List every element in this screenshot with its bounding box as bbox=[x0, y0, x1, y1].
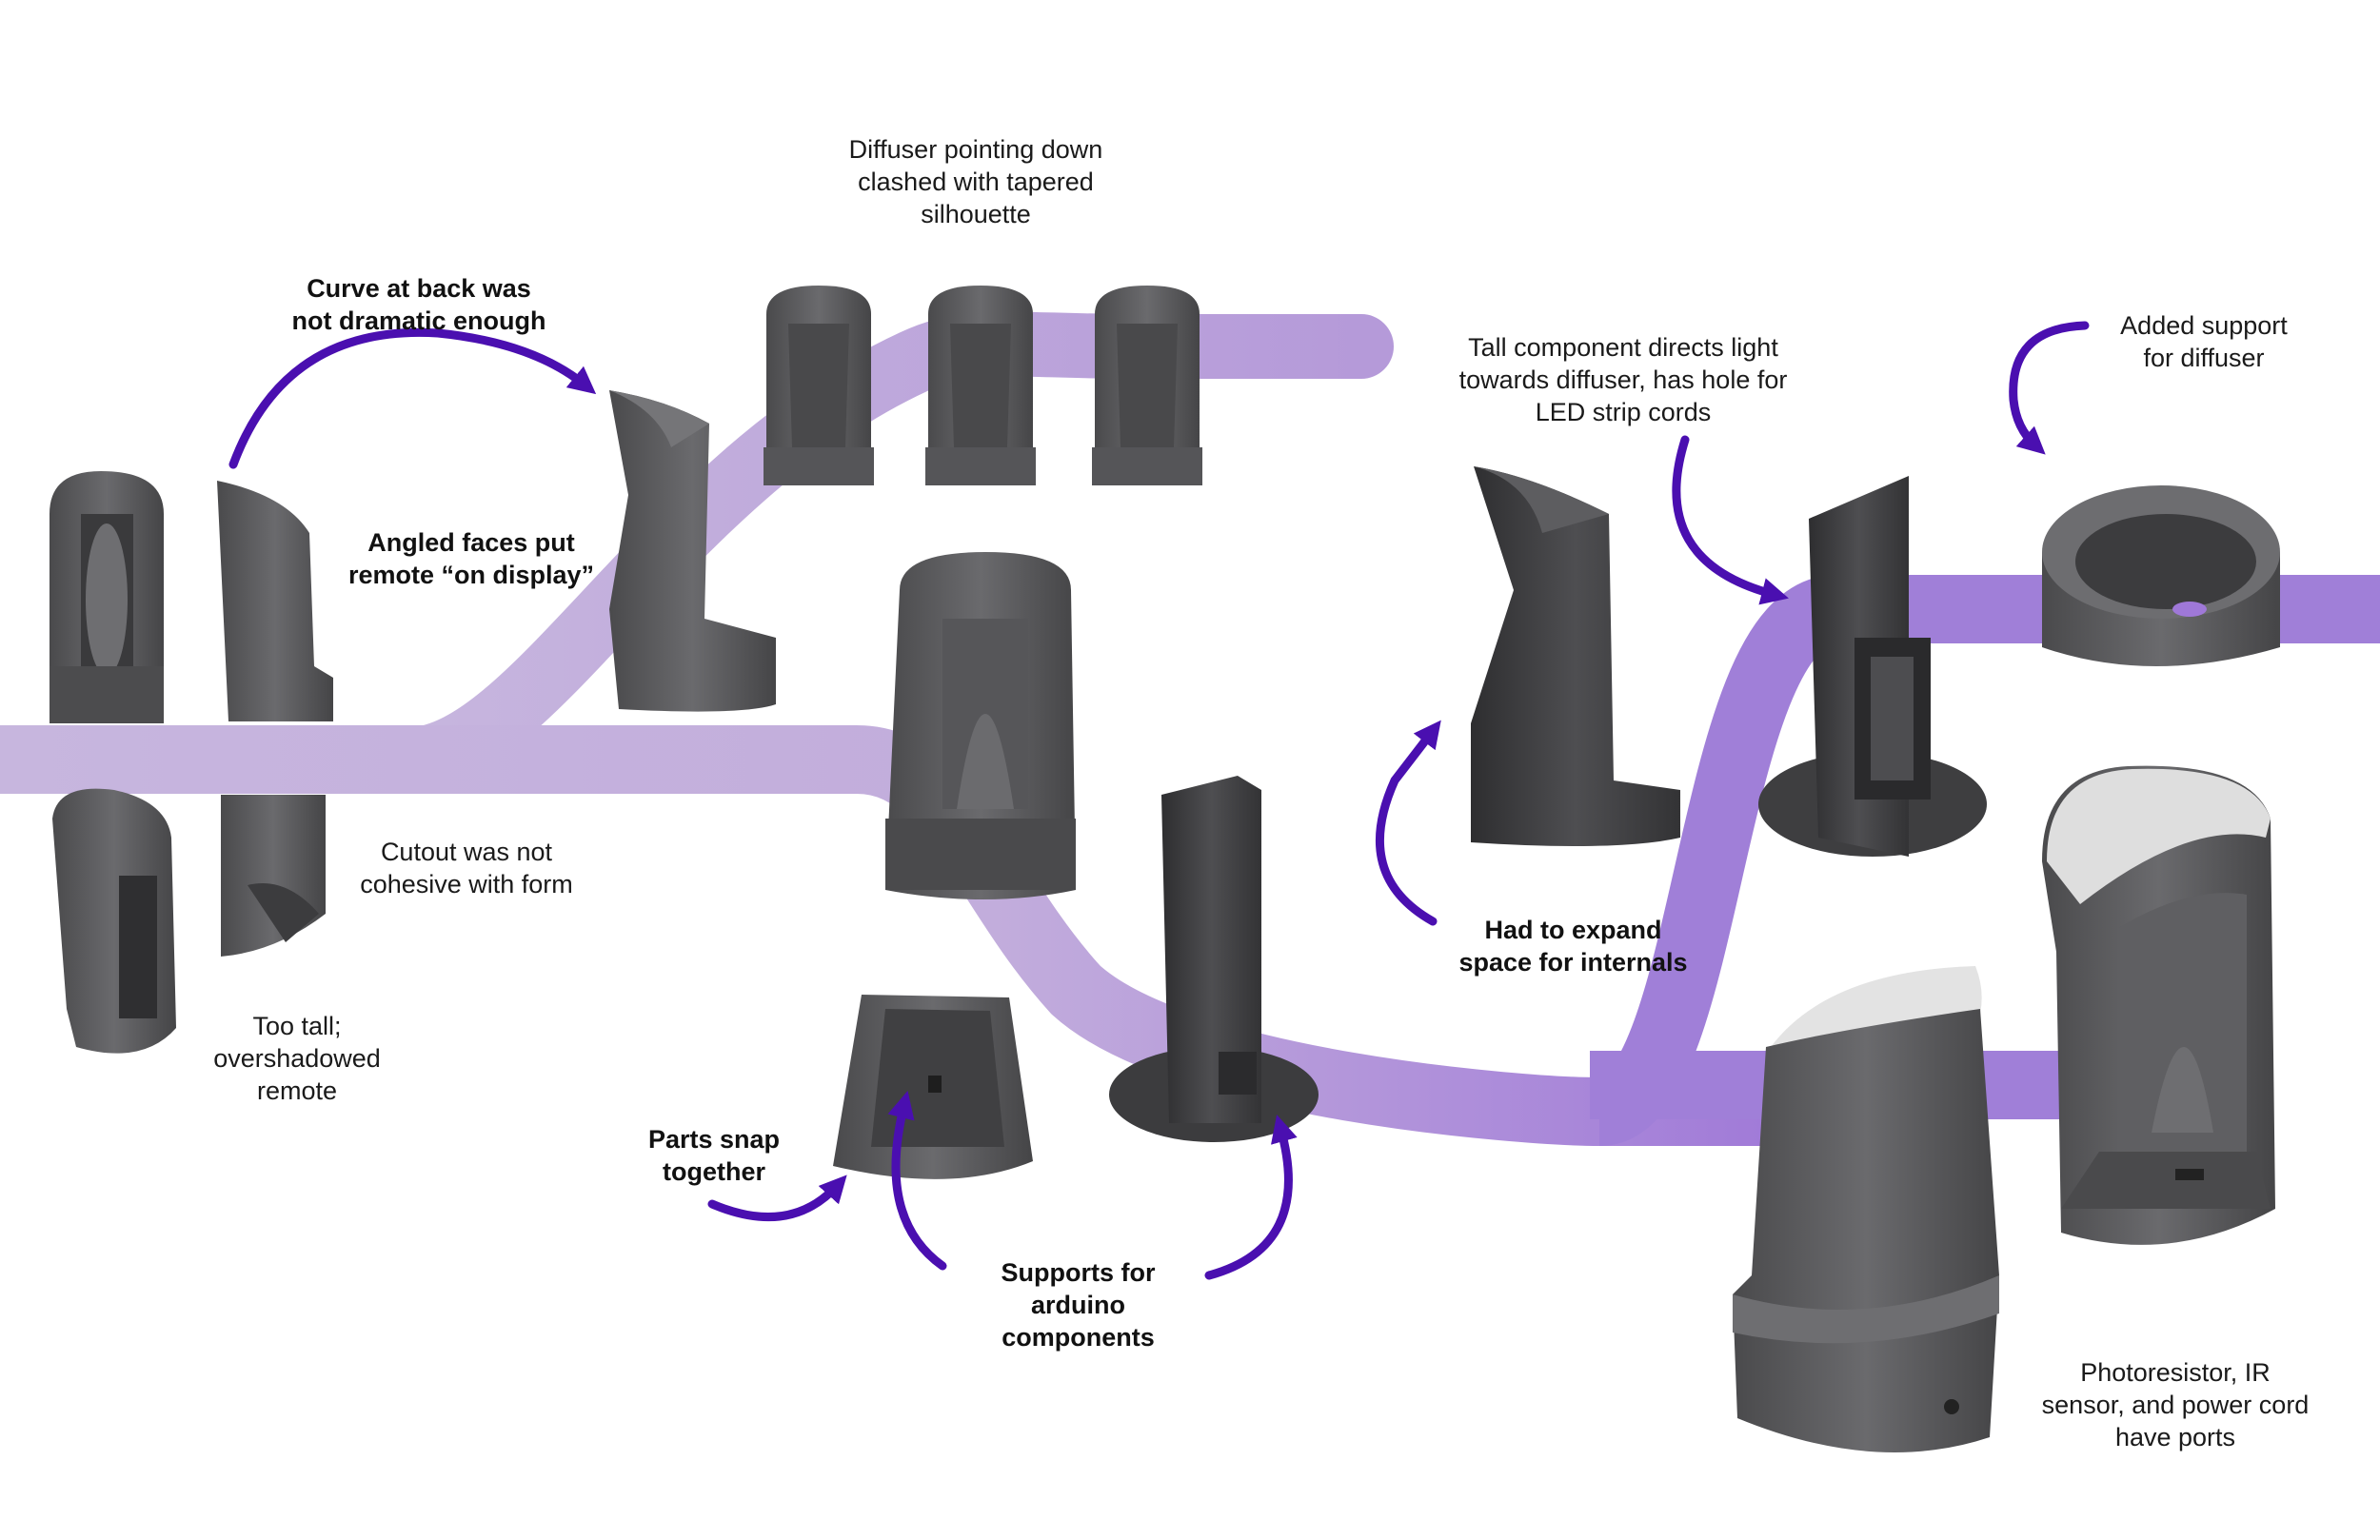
annotation-diffuser-pointing-down: Diffuser pointing down clashed with tape… bbox=[848, 135, 1103, 228]
annotation-curve-at-back: Curve at back was not dramatic enough bbox=[291, 274, 546, 335]
annotation-photoresistor: Photoresistor, IR sensor, and power cord… bbox=[2041, 1358, 2310, 1451]
front-view-prototype-1 bbox=[50, 471, 164, 723]
annotation-arrows bbox=[228, 321, 2090, 1280]
final-back-view bbox=[1733, 966, 1999, 1452]
arrow-tall-component bbox=[1672, 435, 1789, 605]
arrow-supports-left bbox=[887, 1091, 947, 1271]
annotation-tall-component: Tall component directs light towards dif… bbox=[1458, 333, 1788, 426]
diffuser-variant-c bbox=[1092, 286, 1202, 485]
base-snap-part bbox=[833, 995, 1033, 1179]
arrow-had-to-expand bbox=[1375, 720, 1441, 926]
expanded-prototype-4 bbox=[1471, 466, 1680, 846]
annotation-supports-arduino: Supports for arduino components bbox=[1001, 1258, 1156, 1352]
arrow-supports-right bbox=[1204, 1115, 1298, 1280]
light-director-part bbox=[1758, 476, 1987, 857]
diffuser-variant-a bbox=[764, 286, 874, 485]
annotation-added-support: Added support for diffuser bbox=[2120, 311, 2288, 372]
annotation-cutout-not-cohesive: Cutout was not cohesive with form bbox=[360, 838, 573, 898]
annotation-had-to-expand: Had to expand space for internals bbox=[1458, 916, 1688, 977]
annotation-too-tall: Too tall; overshadowed remote bbox=[213, 1012, 381, 1105]
arrow-curve-at-back bbox=[228, 327, 597, 469]
front-view-prototype-3 bbox=[885, 552, 1076, 899]
arduino-support-part bbox=[1109, 776, 1319, 1142]
cutout-prototype-iso bbox=[52, 788, 176, 1054]
side-view-prototype-1 bbox=[217, 481, 333, 721]
angled-prototype-2 bbox=[609, 390, 776, 712]
annotation-parts-snap: Parts snap together bbox=[647, 1125, 781, 1186]
diffuser-support-ring bbox=[2042, 485, 2280, 666]
diffuser-variant-b bbox=[925, 286, 1036, 485]
arrow-parts-snap bbox=[707, 1175, 847, 1222]
annotation-angled-faces: Angled faces put remote “on display” bbox=[347, 528, 595, 589]
cutout-prototype-back bbox=[221, 795, 326, 957]
final-front-view bbox=[2042, 765, 2275, 1245]
arrow-added-support bbox=[2009, 321, 2090, 455]
